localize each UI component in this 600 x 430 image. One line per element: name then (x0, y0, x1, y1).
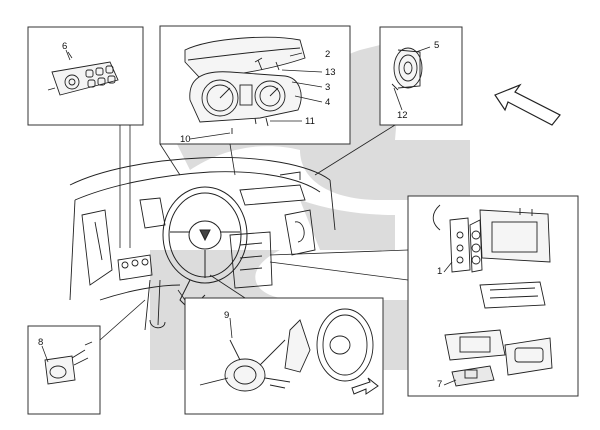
column-switch (199, 339, 291, 392)
panel-speaker (379, 26, 463, 126)
callout-6: 6 (62, 41, 67, 52)
callout-12: 12 (397, 110, 408, 121)
cluster-screws (231, 57, 280, 134)
callout-10: 10 (180, 134, 191, 145)
direction-arrow-icon (494, 83, 561, 126)
callout-8: 8 (38, 337, 43, 348)
panel-item-6 (27, 26, 144, 126)
callout-11: 11 (305, 116, 315, 127)
callouts: 1 2 3 4 5 6 7 8 9 10 11 12 13 (38, 40, 442, 390)
dashboard-drawing (69, 157, 336, 331)
panel-instrument-cluster (159, 25, 351, 145)
steering-wheel (259, 308, 374, 382)
callout-1: 1 (437, 266, 442, 277)
leader-lines (41, 46, 457, 386)
callout-3: 3 (325, 82, 330, 93)
callout-2: 2 (325, 49, 330, 60)
panel-item-8 (27, 325, 101, 415)
rotary-switch (44, 341, 93, 385)
callout-5: 5 (434, 40, 439, 51)
callout-4: 4 (325, 97, 330, 108)
panel-steering-column (184, 297, 384, 415)
panel-radio-climate (407, 195, 579, 397)
speaker (391, 47, 423, 91)
callout-9: 9 (224, 310, 229, 321)
small-arrow-icon (351, 377, 379, 395)
hazard-switch (451, 365, 495, 387)
light-switch-panel (47, 61, 119, 96)
callout-7: 7 (437, 379, 442, 390)
mounting-bracket (479, 281, 546, 309)
callout-13: 13 (325, 67, 336, 78)
instrument-cluster (189, 71, 302, 123)
radio-unit (432, 204, 551, 273)
climate-control (444, 329, 553, 376)
